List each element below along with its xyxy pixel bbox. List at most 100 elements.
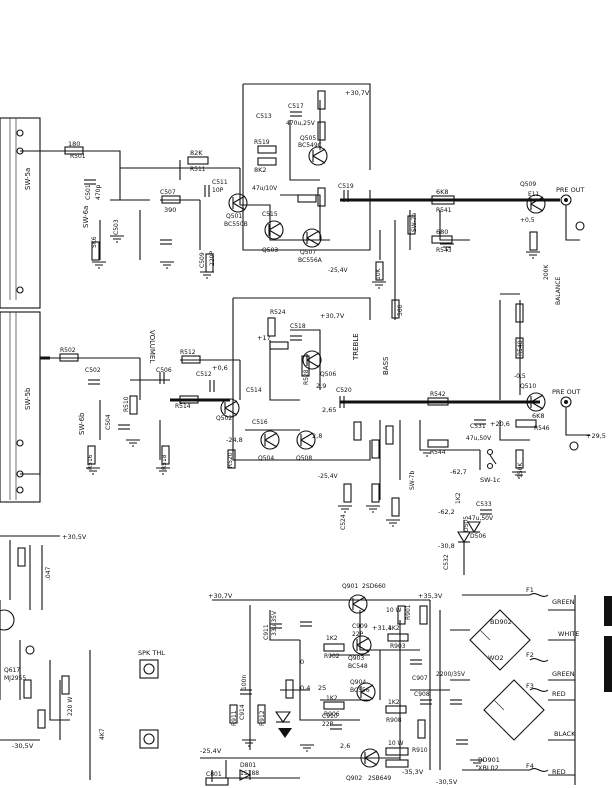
r901-label: R901 [405, 604, 412, 620]
q902-transistor [360, 748, 380, 768]
v5k6-label: 5K6 [91, 236, 98, 248]
q503-label: Q503 [262, 247, 278, 254]
r519-label: R519 [254, 139, 270, 146]
r518-label: R518 [161, 454, 168, 470]
tp-627: -62,7 [450, 468, 467, 476]
v22p-2-label: 22P [322, 721, 334, 728]
c506-label: C506 [156, 367, 172, 374]
pa-minus3-rail: -30,5V [436, 778, 458, 786]
q505-label: Q505 [300, 135, 316, 142]
upper-resistors [64, 90, 538, 319]
c514-label: C514 [246, 387, 262, 394]
power-grounds [242, 739, 484, 767]
r544-label: R544 [430, 449, 446, 456]
q903-transistor [352, 635, 372, 655]
v220w-label: 220 W [67, 697, 74, 716]
v180-label: 180 [68, 140, 80, 148]
q904-type: BC556 [350, 687, 370, 694]
pre-out-top-jack-pin [564, 198, 568, 202]
r501-label: R501 [70, 153, 86, 160]
mid-minus-rail: -25,4V [328, 267, 349, 274]
c509-label: C509 [199, 252, 206, 268]
q507-type: BC556A [298, 257, 323, 264]
v47u10v-label: 47u/10V [252, 185, 278, 192]
q503-transistor [264, 220, 284, 240]
q507-transistor [302, 228, 322, 248]
left-edge-blocks [0, 117, 41, 503]
pre-out-bottom-jack-pin [564, 400, 568, 404]
c801-label: C801 [206, 771, 222, 778]
c503-label: C503 [113, 219, 120, 235]
tp-17: +17 [257, 334, 271, 342]
r510-label: R510 [123, 396, 130, 412]
d506-diode [467, 521, 481, 534]
q502-transistor [220, 398, 240, 418]
c507-label: C507 [160, 189, 176, 196]
v470u25v-label: 470u,25V [286, 120, 316, 127]
v10w-label: 10 W [388, 740, 404, 747]
v1k2-pa3-label: 1K2 [326, 695, 338, 702]
tp-04: 0,4 [300, 684, 310, 692]
white-label: WHITE [558, 630, 579, 638]
c513-label: C513 [256, 113, 272, 120]
q508-label: Q508 [296, 455, 312, 462]
c519-label: C519 [338, 183, 354, 190]
lower-plus-rail: +30,7V [320, 312, 345, 320]
v680-label: 680 [436, 228, 448, 236]
tp-plus05: +0,5 [520, 217, 535, 224]
q902-type: 2SB649 [368, 775, 391, 782]
r912-label: R912 [259, 710, 266, 726]
bd901-label: BD901 [478, 756, 500, 764]
red1-label: RED [552, 690, 566, 698]
q508-transistor [296, 430, 316, 450]
r542-label: R542 [430, 391, 446, 398]
sw5b-label: SW-5b [24, 387, 32, 410]
r548-label: R548 [517, 340, 524, 356]
v390-label: 390 [164, 206, 176, 214]
tp-29: 2,9 [316, 382, 326, 390]
tp-minus05: -0,5 [514, 373, 526, 380]
r543-label: R543 [436, 247, 452, 254]
pre-out-bottom-label: PRE OUT [552, 388, 580, 396]
power-resistors [205, 605, 428, 786]
v6k8-label: 6K8 [436, 188, 449, 196]
sw6a-label: SW-6a [82, 206, 90, 228]
q506-transistor [302, 350, 322, 370]
tp-25: 25 [318, 684, 326, 692]
q509-transistor [526, 194, 546, 214]
sw7a-label: SW-7a [411, 213, 418, 232]
sw1c-switch [486, 448, 497, 470]
upper-capacitors [84, 111, 349, 245]
pa-plus2-rail: +35,3V [418, 592, 443, 600]
q902-label: Q902 [346, 775, 362, 782]
v47u50v-2-label: 47u,50V [468, 515, 494, 522]
tp-28: 2,8 [312, 432, 322, 440]
q501-type: BC550B [224, 221, 248, 228]
r520-label: R520 [227, 452, 234, 468]
pre-out-bottom-wire [565, 407, 590, 436]
tp-206: +20,6 [490, 420, 510, 428]
v100n-label: 100n [241, 675, 248, 690]
c520-label: C520 [336, 387, 352, 394]
bd902-bridge [469, 609, 531, 671]
v1k2-label: 1K2 [455, 492, 462, 504]
c512-label: C512 [196, 371, 212, 378]
q510-label: Q510 [520, 383, 536, 390]
tp-plus06: +0,6 [212, 364, 228, 372]
c518-label: C518 [290, 323, 306, 330]
c909-label: C909 [352, 623, 368, 630]
upper-grounds [92, 235, 540, 289]
r910-label: R910 [412, 747, 428, 754]
r908-label: R908 [386, 717, 402, 724]
q504-transistor [260, 430, 280, 450]
power-amp-wiring [200, 594, 530, 779]
r528-label: R528 [303, 369, 310, 385]
v1k2-pa2-label: 1K2 [388, 625, 400, 632]
power-diodes [239, 711, 292, 781]
lower-grounds [86, 439, 526, 527]
sw7b-label: SW-7b [409, 471, 416, 490]
c524-label: C524 [340, 514, 347, 530]
pa-plus-rail: +30,7V [208, 592, 233, 600]
r902-label: R902 [324, 653, 340, 660]
